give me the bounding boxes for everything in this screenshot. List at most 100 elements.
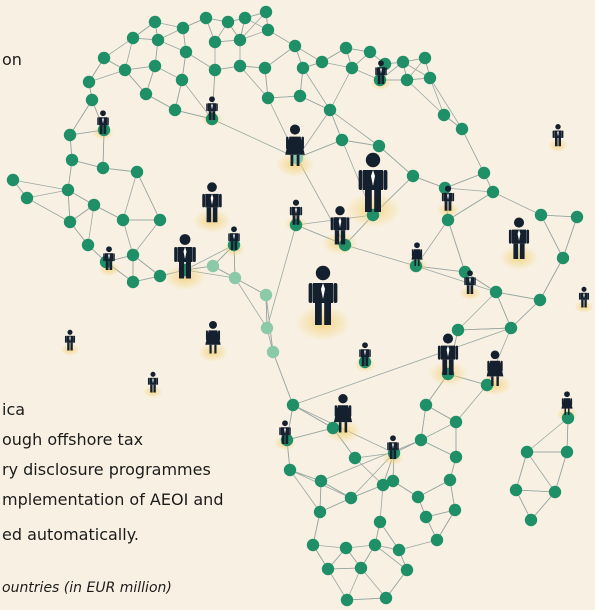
network-edge bbox=[461, 128, 485, 174]
person-glow bbox=[574, 300, 594, 314]
network-node bbox=[259, 5, 273, 19]
network-edge bbox=[292, 327, 512, 406]
network-node bbox=[414, 433, 428, 447]
network-node bbox=[87, 198, 101, 212]
man-figure-icon bbox=[358, 152, 388, 212]
network-edge bbox=[429, 77, 463, 130]
man-figure-icon bbox=[441, 185, 455, 211]
network-node bbox=[449, 450, 463, 464]
network-edge bbox=[239, 11, 267, 41]
network-edge bbox=[515, 451, 528, 491]
network-edge bbox=[87, 204, 95, 246]
network-node bbox=[208, 63, 222, 77]
network-edge bbox=[539, 257, 564, 301]
network-node bbox=[534, 208, 548, 222]
man-figure-icon bbox=[437, 333, 459, 375]
woman-figure-icon bbox=[205, 320, 221, 354]
network-node bbox=[437, 108, 451, 122]
man-figure-icon bbox=[279, 420, 291, 444]
person-glow bbox=[499, 245, 539, 271]
network-node bbox=[449, 415, 463, 429]
man-figure-icon bbox=[375, 60, 387, 84]
network-edge bbox=[492, 191, 542, 216]
network-edge bbox=[292, 404, 334, 429]
network-node bbox=[358, 355, 372, 369]
network-node bbox=[524, 513, 538, 527]
network-node bbox=[455, 122, 469, 136]
man-figure-icon bbox=[387, 435, 399, 459]
network-node bbox=[348, 451, 362, 465]
network-node bbox=[556, 251, 570, 265]
person-glow bbox=[60, 343, 80, 357]
network-node bbox=[153, 269, 167, 283]
network-node bbox=[208, 35, 222, 49]
network-node bbox=[206, 259, 220, 273]
network-edge bbox=[181, 79, 213, 120]
woman-figure-icon bbox=[333, 394, 353, 433]
text-line-2: ough offshore tax bbox=[2, 430, 144, 449]
network-node bbox=[373, 515, 387, 529]
network-node bbox=[344, 491, 358, 505]
man-figure-icon bbox=[202, 182, 222, 223]
network-node bbox=[533, 293, 547, 307]
network-edge bbox=[510, 299, 541, 329]
network-node bbox=[153, 213, 167, 227]
network-node bbox=[296, 61, 310, 75]
person-figures bbox=[64, 60, 590, 459]
network-node bbox=[340, 593, 354, 607]
network-node bbox=[419, 398, 433, 412]
network-node bbox=[259, 288, 273, 302]
network-node bbox=[386, 474, 400, 488]
network-edge bbox=[420, 439, 457, 458]
network-node bbox=[176, 21, 190, 35]
network-edge bbox=[122, 171, 138, 221]
network-edge bbox=[272, 351, 294, 406]
network-node bbox=[477, 166, 491, 180]
woman-figure-icon bbox=[285, 124, 305, 166]
network-node bbox=[221, 15, 235, 29]
network-edge bbox=[354, 457, 384, 486]
network-node bbox=[148, 59, 162, 73]
network-node bbox=[233, 33, 247, 47]
network-node bbox=[126, 275, 140, 289]
network-edge bbox=[26, 189, 69, 199]
network-edge bbox=[515, 489, 556, 493]
network-node bbox=[430, 533, 444, 547]
network-node bbox=[261, 91, 275, 105]
network-node bbox=[504, 321, 518, 335]
network-node bbox=[448, 503, 462, 517]
network-edge bbox=[378, 145, 414, 177]
network-edge bbox=[526, 417, 569, 453]
network-node bbox=[560, 445, 574, 459]
man-figure-icon bbox=[578, 286, 590, 308]
network-node bbox=[321, 562, 335, 576]
network-edge bbox=[329, 67, 353, 111]
network-node bbox=[205, 112, 219, 126]
network-edge bbox=[302, 67, 331, 111]
person-glow bbox=[458, 286, 482, 301]
text-line-5: ed automatically. bbox=[2, 525, 139, 544]
chart-caption: ountries (in EUR million) bbox=[2, 580, 172, 596]
network-node bbox=[126, 248, 140, 262]
person-glow bbox=[275, 152, 315, 178]
network-node bbox=[406, 169, 420, 183]
network-node bbox=[339, 41, 353, 55]
network-edge bbox=[320, 439, 422, 482]
man-figure-icon bbox=[147, 371, 159, 393]
network-node bbox=[233, 59, 247, 73]
network-node bbox=[258, 61, 272, 75]
person-glow bbox=[143, 385, 163, 399]
network-edge bbox=[495, 291, 541, 301]
network-node bbox=[118, 63, 132, 77]
person-glow bbox=[295, 305, 351, 341]
network-edge bbox=[132, 219, 161, 256]
network-node bbox=[288, 39, 302, 53]
network-node bbox=[20, 191, 34, 205]
network-node bbox=[97, 51, 111, 65]
person-glow bbox=[164, 263, 206, 291]
network-node bbox=[293, 89, 307, 103]
network-node bbox=[260, 321, 274, 335]
network-node bbox=[199, 11, 213, 25]
man-figure-icon bbox=[308, 265, 338, 325]
